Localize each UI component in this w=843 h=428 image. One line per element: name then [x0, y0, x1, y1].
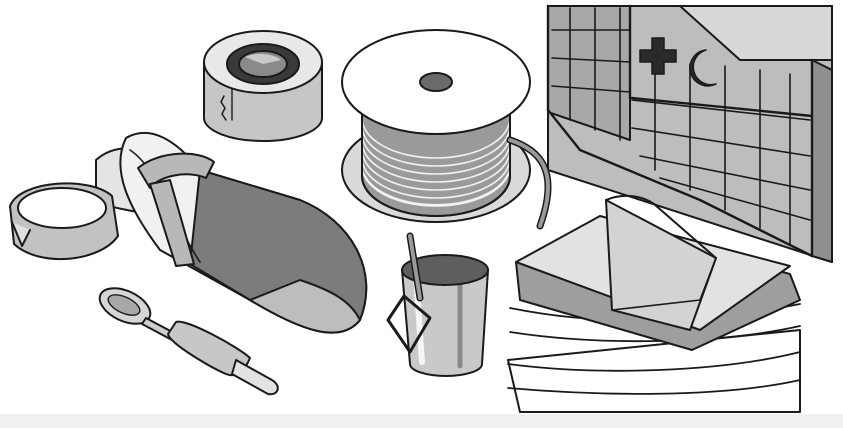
plaster-splint: [95, 132, 368, 334]
first-aid-crate: [546, 4, 833, 263]
wrist-band: [9, 182, 119, 261]
red-crescent-icon: [689, 49, 717, 87]
adhesive-tape-roll: [203, 30, 323, 142]
folded-blankets: [507, 194, 801, 413]
spoon: [98, 287, 177, 341]
bottom-strip: [0, 414, 843, 428]
red-cross-icon: [639, 37, 677, 75]
cord-spool: [341, 29, 552, 230]
metal-cup: [386, 232, 489, 377]
rolling-pin: [167, 320, 279, 396]
